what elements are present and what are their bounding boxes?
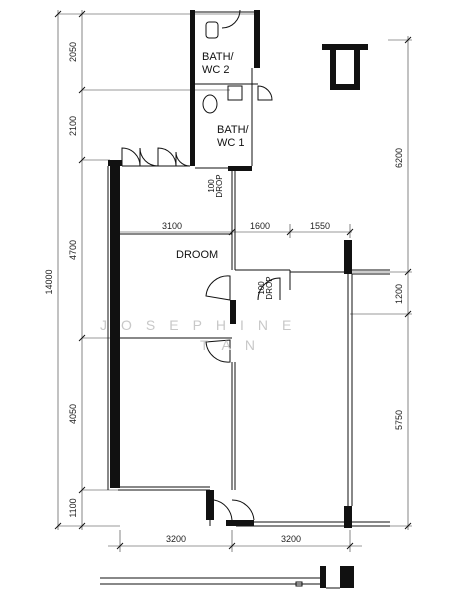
drop-label-lower-word: DROP — [265, 276, 274, 299]
watermark-line1: JOSEPHINE — [100, 317, 305, 333]
room-label-bath1-line1: BATH/ — [217, 124, 250, 136]
dim-total-14000: 14000 — [44, 269, 54, 294]
toilet-icon — [202, 94, 218, 114]
watermark-line2: TAN — [200, 337, 269, 353]
room-label-droom: DROOM — [176, 249, 218, 261]
dim-4050: 4050 — [68, 404, 78, 424]
drop-label-upper-value: 100 — [207, 179, 216, 193]
drop-label-lower-value: 100 — [257, 281, 266, 295]
dim-3200-right: 3200 — [281, 534, 301, 544]
dim-1100: 1100 — [68, 498, 78, 517]
basin-icon — [227, 85, 243, 101]
dim-1600: 1600 — [250, 221, 270, 231]
door-swing-icon — [257, 85, 273, 101]
door-swing-icon — [221, 9, 241, 29]
partition-doors — [205, 275, 281, 363]
dim-2100: 2100 — [68, 116, 78, 136]
toilet-icon — [205, 21, 219, 39]
double-door — [108, 147, 191, 167]
room-label-bath2-line2: WC 2 — [202, 64, 230, 76]
main-walls — [107, 166, 350, 491]
elevation-symbol-icon — [322, 44, 368, 90]
bottom-dimension-chain — [108, 542, 362, 550]
lower-corridor — [100, 566, 354, 589]
entrance-door — [206, 490, 255, 526]
bathroom-block — [190, 9, 273, 171]
drop-label-upper-word: DROP — [215, 174, 224, 197]
dim-1550: 1550 — [310, 221, 330, 231]
room-label-bath2-line1: BATH/ — [202, 51, 235, 63]
dim-6200: 6200 — [394, 148, 404, 168]
dim-5750: 5750 — [394, 410, 404, 430]
dim-2050: 2050 — [68, 42, 78, 62]
dim-4700: 4700 — [68, 240, 78, 260]
right-dimension-chain — [404, 36, 412, 530]
left-dimension-chains — [54, 10, 86, 530]
room-label-bath1-line2: WC 1 — [217, 137, 245, 149]
dim-3200-left: 3200 — [166, 534, 186, 544]
dim-1200: 1200 — [394, 284, 404, 304]
dim-3100: 3100 — [162, 221, 182, 231]
